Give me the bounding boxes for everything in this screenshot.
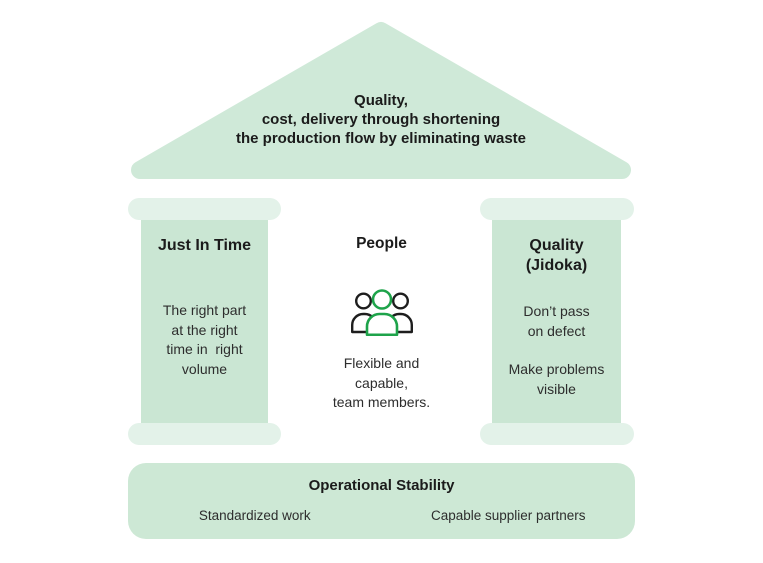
pillar-capital-top-right (480, 198, 634, 220)
pillar-quality-item-2: Make problems visible (508, 361, 605, 397)
pillar-capital-bottom-right (480, 423, 634, 445)
pillar-quality-jidoka-title: Quality (Jidoka) (525, 237, 588, 274)
pillar-capital-bottom-left (128, 423, 281, 445)
foundation-items-row: Standardized work Capable supplier partn… (128, 507, 635, 525)
center-people-section: People Flexible and capable, team member… (291, 234, 472, 413)
people-text: Flexible and capable, team members. (332, 355, 431, 410)
roof-triangle (131, 22, 631, 179)
pillar-just-in-time-text: The right part at the right time in righ… (162, 302, 247, 377)
people-group-icon (291, 288, 472, 337)
pillar-quality-jidoka: Quality (Jidoka) Don’t pass on defect Ma… (492, 210, 621, 435)
pillar-capital-top-left (128, 198, 281, 220)
pillar-just-in-time: Just In Time The right part at the right… (141, 210, 268, 435)
pillar-just-in-time-title: Just In Time (157, 237, 252, 254)
foundation-item-standardized-work: Standardized work (198, 508, 311, 523)
foundation-item-capable-suppliers: Capable supplier partners (430, 508, 586, 523)
foundation-operational-stability: Operational Stability Standardized work … (128, 463, 635, 539)
pillar-quality-item-1: Don’t pass on defect (523, 303, 590, 339)
foundation-title: Operational Stability (308, 477, 455, 494)
people-title: People (356, 235, 407, 252)
roof-goal-text: Quality, cost, delivery through shorteni… (235, 92, 527, 147)
